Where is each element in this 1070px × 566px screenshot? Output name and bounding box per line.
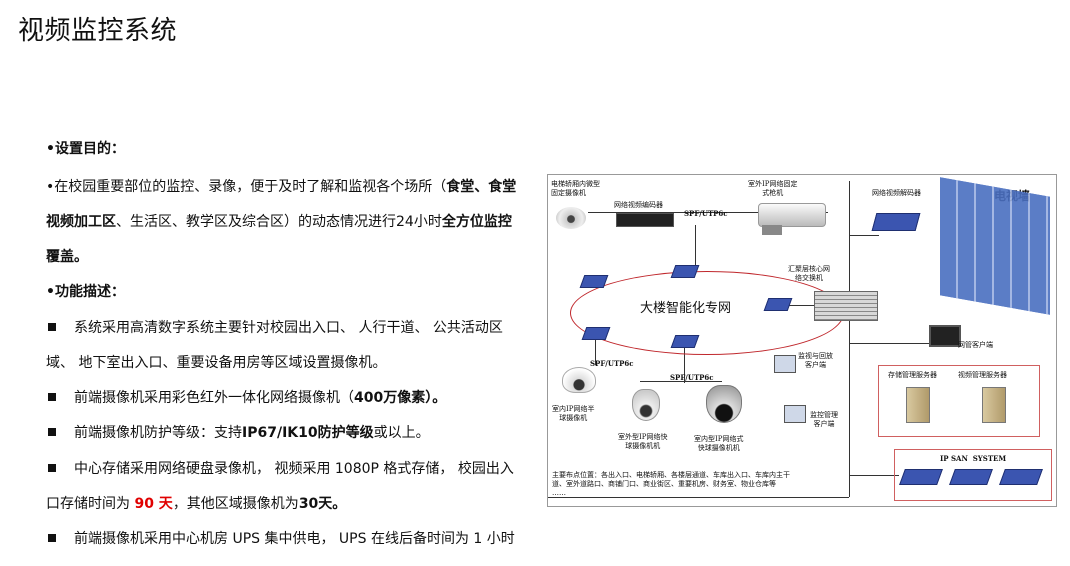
tv-wall-icon [940, 177, 1050, 315]
bullet-4-line-2: 口存储时间为 90 天，其他区域摄像机为30天。 [46, 493, 346, 513]
purpose-text-1b: 食堂、食堂 [446, 179, 517, 195]
desktop-icon [774, 355, 796, 373]
purpose-text-2b: 、生活区、教学区及综合区）的动态情况进行24小时 [116, 214, 442, 230]
encoder-drop-line [695, 225, 696, 271]
bullet-5: 前端摄像机采用中心机房 UPS 集中供电， UPS 在线后备时间为 1 小时 [48, 528, 515, 548]
bullet-4-text-b: 90 天 [134, 496, 173, 512]
desktop-icon [784, 405, 806, 423]
video-server-label: 视频管理服务器 [958, 371, 1007, 379]
purpose-line-1: •在校园重要部位的监控、录像，便于及时了解和监视各个场所（食堂、食堂 [46, 176, 516, 196]
ring-switch-icon [670, 335, 700, 348]
laptop-icon [929, 325, 961, 347]
bullet-square-icon [48, 534, 56, 542]
encoder-device-icon [616, 213, 674, 227]
san-device-icon [949, 469, 993, 485]
left-drop-line [595, 335, 596, 365]
bullet-1-line-1: 系统采用高清数字系统主要针对校园出入口、 人行干道、 公共活动区 [74, 320, 503, 336]
bullet-2-text-b: 400万像素）。 [354, 390, 447, 406]
indoor-fast-dome-camera-icon [706, 385, 742, 423]
bullet-4-text-c: ，其他区域摄像机为 [172, 496, 299, 512]
indoor-dome-half-label: 室内IP网络半 球摄像机 [552, 405, 595, 422]
bullet-1: 系统采用高清数字系统主要针对校园出入口、 人行干道、 公共活动区 [48, 317, 503, 337]
top-link-line [588, 212, 828, 213]
network-diagram: 大楼智能化专网 电梯轿厢内微型 固定摄像机 网络视频编码器 SPF/UTP6c … [547, 174, 1057, 507]
gun-mount-icon [762, 225, 782, 235]
ipsan-label: IP SAN SYSTEM [940, 454, 1007, 463]
ring-switch-icon [763, 298, 793, 311]
gun-camera-icon [758, 203, 826, 227]
bullet-3-text-a: 前端摄像机防护等级：支持 [74, 425, 242, 441]
bullet-square-icon [48, 393, 56, 401]
video-server-icon [982, 387, 1006, 423]
spf-label-2: SPF/UTP6c [590, 359, 634, 368]
bullet-3-text-b: IP67/IK10防护等级 [242, 425, 374, 441]
bullet-4-text-a: 口存储时间为 [46, 496, 135, 512]
ipsan-link-line [849, 475, 899, 476]
ring-switch-icon [579, 275, 609, 288]
purpose-text-2c: 全方位监控 [441, 214, 512, 230]
client-label: 网管客户端 [958, 341, 993, 349]
ring-switch-icon [670, 265, 700, 278]
divider-line [849, 181, 850, 497]
network-label: 大楼智能化专网 [640, 301, 732, 316]
bottom-line [548, 497, 849, 498]
decoder-label: 网络视频解码器 [872, 189, 921, 197]
purpose-text-1a: •在校园重要部位的监控、录像，便于及时了解和监视各个场所（ [46, 179, 447, 195]
cam-drop-line [684, 345, 685, 383]
ring-switch-icon [581, 327, 611, 340]
bullet-3: 前端摄像机防护等级：支持IP67/IK10防护等级或以上。 [48, 422, 430, 442]
purpose-text-2a: 视频加工区 [46, 214, 116, 230]
bullet-2: 前端摄像机采用彩色红外一体化网络摄像机（400万像素）。 [48, 387, 446, 407]
core-switch-label: 汇聚层核心网 络交换机 [788, 265, 830, 282]
bullet-3-text-c: 或以上。 [373, 425, 430, 441]
spf-label-3: SPF/UTP6c [670, 373, 714, 382]
bullet-square-icon [48, 464, 56, 472]
outdoor-dome-camera-icon [632, 389, 660, 421]
indoor-dome-fast-label: 室内型IP网络式 快球摄像机机 [694, 435, 744, 452]
page-title: 视频监控系统 [18, 16, 178, 46]
monitor-client-label: 监视与回放 客户端 [798, 352, 833, 369]
bullet-1-line-2: 域、 地下室出入口、重要设备用房等区域设置摄像机。 [46, 355, 387, 371]
outdoor-gun-label: 室外IP网络固定 式枪机 [748, 180, 798, 197]
core-switch-icon [814, 291, 878, 321]
bullet-square-icon [48, 428, 56, 436]
storage-server-label: 存储管理服务器 [888, 371, 937, 379]
ipsan-box [894, 449, 1052, 501]
elevator-cam-label: 电梯轿厢内微型 固定摄像机 [551, 180, 600, 197]
spf-label-1: SPF/UTP6c [684, 209, 728, 218]
half-dome-camera-icon [562, 367, 596, 393]
bullet-4: 中心存储采用网络硬盘录像机， 视频采用 1080P 格式存储， 校园出入 [48, 458, 514, 478]
encoder-label: 网络视频编码器 [614, 201, 663, 209]
purpose-line-2: 视频加工区、生活区、教学区及综合区）的动态情况进行24小时全方位监控 [46, 211, 512, 231]
san-device-icon [999, 469, 1043, 485]
bullet-4-line-1: 中心存储采用网络硬盘录像机， 视频采用 1080P 格式存储， 校园出入 [74, 461, 514, 477]
bullet-2-text-a: 前端摄像机采用彩色红外一体化网络摄像机（ [74, 390, 354, 406]
decoder-link-line [849, 235, 879, 236]
cam-link-line [640, 381, 722, 382]
bullet-4-text-d: 30天。 [298, 496, 347, 512]
server-box [878, 365, 1040, 437]
storage-server-icon [906, 387, 930, 423]
function-heading: •功能描述： [46, 284, 125, 300]
outdoor-dome-label: 室外型IP网络快 球摄像机机 [618, 433, 668, 450]
deployment-note: 主要布点位置：各出入口、电梯轿厢、各楼层通道、车库出入口、车库内主干 道、室外道… [552, 471, 790, 497]
elevator-camera-icon [556, 207, 586, 229]
purpose-heading: •设置目的： [46, 141, 125, 157]
client-link-line [849, 343, 929, 344]
bullet-5-text: 前端摄像机采用中心机房 UPS 集中供电， UPS 在线后备时间为 1 小时 [74, 531, 515, 547]
mgmt-client-label: 监控管理 客户端 [810, 411, 838, 428]
purpose-line-3: 覆盖。 [46, 249, 88, 265]
san-device-icon [899, 469, 943, 485]
bullet-square-icon [48, 323, 56, 331]
decoder-device-icon [871, 213, 921, 231]
